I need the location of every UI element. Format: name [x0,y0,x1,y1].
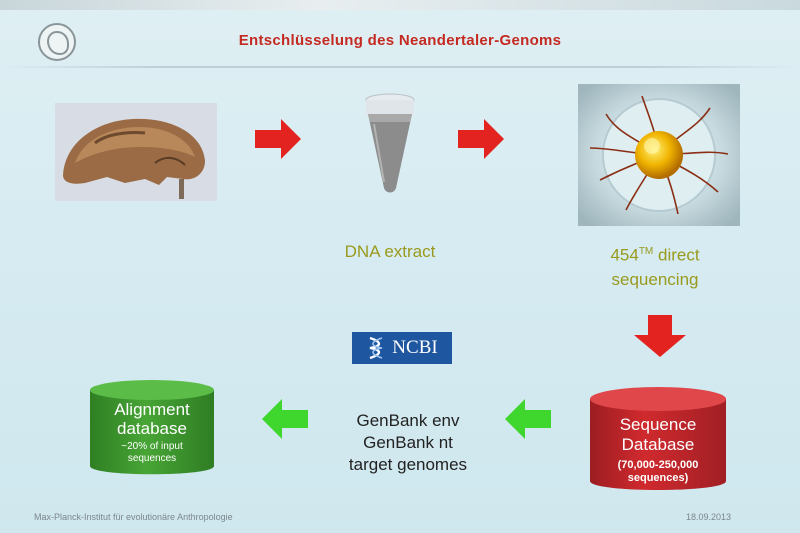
skull-image [55,103,217,201]
arrow-left-icon [505,399,551,439]
sequencing-label: 454TM direct sequencing [610,245,700,289]
dna-extract-label: DNA extract [344,242,436,261]
slide-title: Entschlüsselung des Neandertaler-Genoms [238,32,562,49]
dna-tube-image [362,92,418,196]
footer-institute: Max-Planck-Institut für evolutionäre Ant… [34,512,233,522]
title-divider [0,66,800,68]
genbank-sources: GenBank env GenBank nt target genomes [348,411,468,474]
top-border [0,0,800,10]
arrow-right-icon [255,119,301,159]
ncbi-helix-icon [369,336,383,360]
footer-date: 18.09.2013 [686,512,732,522]
ncbi-logo: NCBI [352,332,452,364]
arrow-down-icon [634,315,686,357]
arrow-left-icon [262,399,308,439]
arrow-right-icon [458,119,504,159]
sequencing-bead-image [578,84,740,226]
max-planck-logo-icon [38,23,76,61]
